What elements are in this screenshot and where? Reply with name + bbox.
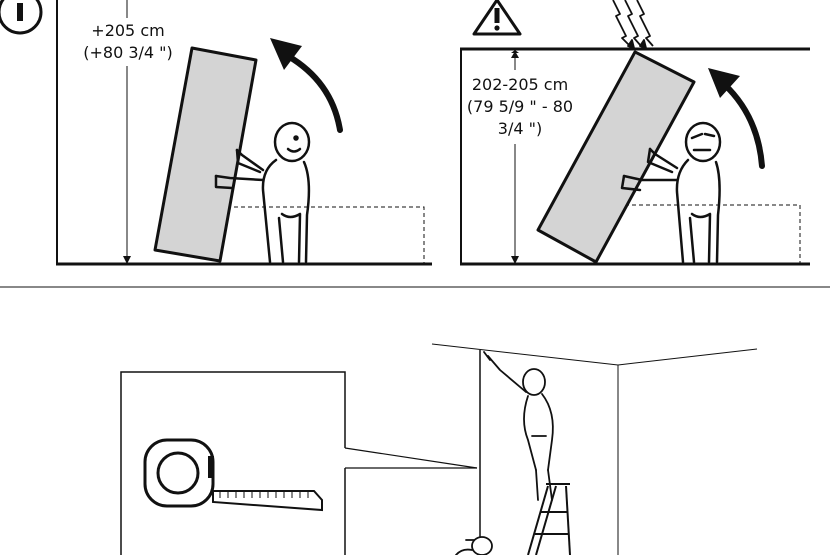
measuring-section [120,343,758,555]
person-on-floor [455,536,493,555]
height-dimension-line [123,0,131,264]
right-panel [460,0,810,266]
room-corner [431,343,758,555]
right-height-inch-line1: (79 5/9 " - 80 [466,97,574,116]
tape-measure-icon [143,438,323,512]
ceiling-dimension-line [511,50,519,264]
person-straining [620,121,722,264]
left-height-label: +205 cm (+80 3/4 ") [80,20,176,64]
left-height-inch: (+80 3/4 ") [83,43,173,62]
left-panel [0,0,432,266]
stepladder-icon [527,483,571,555]
wardrobe-panel-hitting-ceiling [536,50,696,264]
left-height-cm: +205 cm [91,21,165,40]
info-icon [0,0,43,35]
curved-arrow-icon [270,38,343,133]
lightning-icon [612,0,654,49]
curved-arrow-icon [708,68,765,169]
right-height-inch-line2: 3/4 ") [497,119,543,138]
warning-icon [472,0,522,36]
right-height-cm: 202-205 cm [471,75,569,94]
wardrobe-panel [153,46,258,263]
person-lifting [214,121,311,264]
person-on-ladder [483,351,554,501]
right-height-label: 202-205 cm (79 5/9 " - 80 3/4 ") [462,74,578,140]
